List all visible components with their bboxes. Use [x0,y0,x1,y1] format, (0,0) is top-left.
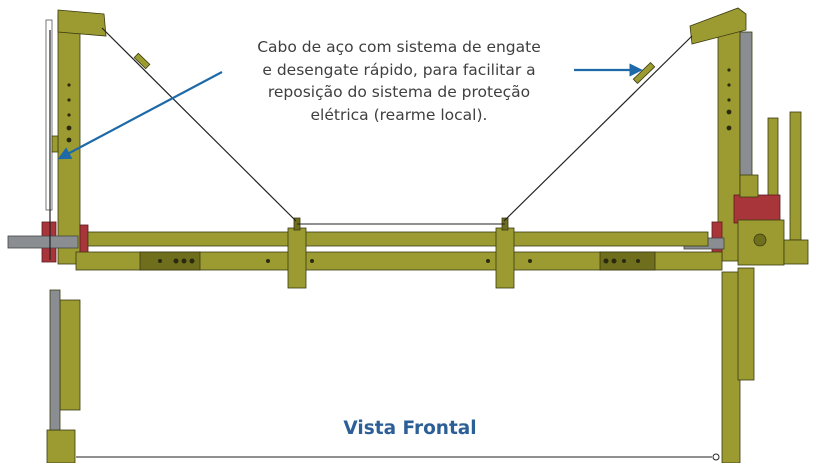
left-post-holes [66,83,72,143]
right-top-bracket [689,7,747,45]
view-caption: Vista Frontal [343,418,477,439]
annotation-line-3: reposição do sistema de proteção [267,83,531,101]
right-post-holes [726,68,732,131]
annotation-line-1: Cabo de aço com sistema de engate [257,38,541,56]
beam-holes [158,258,640,264]
left-pointer-arrow [57,71,223,160]
annotation-line-4: elétrica (rearme local). [310,105,488,124]
right-gearbox [737,174,809,266]
cable-annotation: Cabo de aço com sistema de engate e dese… [212,36,586,126]
left-shaft [7,235,79,249]
left-post [45,13,81,463]
bottom-right-bolt [712,453,720,461]
steel-cables [49,27,693,260]
main-beam [75,231,723,271]
left-top-bracket [57,9,107,37]
annotation-line-2: e desengate rápido, para facilitar a [262,60,536,79]
right-post [717,15,802,463]
